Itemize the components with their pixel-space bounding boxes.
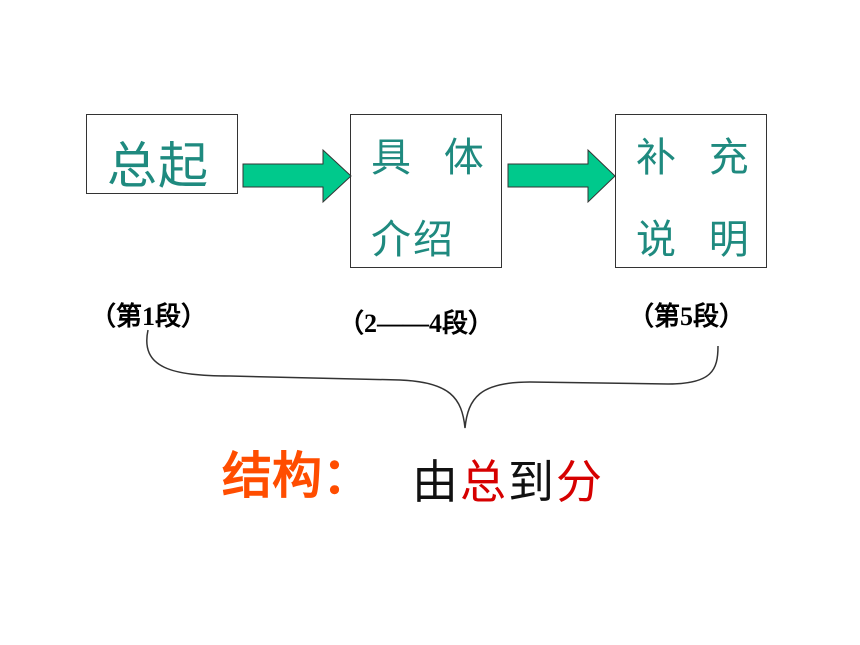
box-supplement: 补 充 说 明	[615, 114, 767, 268]
box-detail: 具 体 介绍	[350, 114, 502, 268]
box-detail-label-line2: 介绍	[371, 217, 455, 263]
paragraph-label-1: （第1段）	[90, 302, 208, 331]
structure-value: 由总到分	[412, 446, 604, 512]
structure-label: 结构：	[222, 447, 372, 505]
paragraph-label-3: （第5段）	[628, 302, 746, 331]
box-overview-label: 总起	[107, 137, 209, 195]
box-supplement-label-line1: 补 充	[636, 135, 759, 181]
arrow-right-icon	[242, 148, 352, 204]
structure-value-part: 到	[508, 455, 556, 509]
arrow-right-icon	[507, 148, 616, 204]
box-overview: 总起	[86, 114, 238, 195]
structure-value-part: 由	[412, 455, 460, 509]
box-supplement-label-line2: 说 明	[636, 217, 759, 263]
curly-brace-icon	[146, 329, 719, 429]
paragraph-label-2: （2——4段）	[338, 309, 495, 338]
structure-value-part: 分	[556, 455, 604, 509]
structure-value-part: 总	[460, 455, 508, 509]
box-detail-label-line1: 具 体	[371, 135, 494, 181]
